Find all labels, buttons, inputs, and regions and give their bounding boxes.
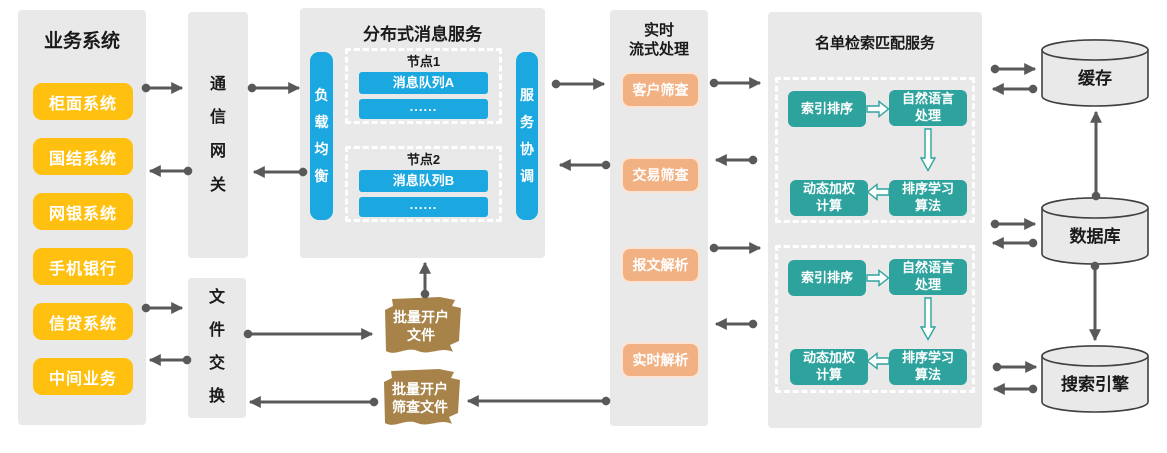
box-label-line: 处理 (914, 277, 941, 292)
cylinder-icon (1041, 345, 1149, 413)
file-exchange-panel: 文件交换 (188, 278, 246, 418)
stream-item-transaction-screening: 交易筛查 (621, 157, 700, 193)
box-label-line: 算法 (914, 198, 941, 213)
block-arrow-right-icon (866, 100, 890, 118)
block-arrow-down-icon (920, 297, 936, 341)
service-coordinator-bar: 服务协调 (516, 52, 538, 220)
box-rank-learning: 排序学习 算法 (889, 180, 967, 216)
paper-scrap-icon (384, 369, 460, 425)
message-queue-more-2: ...... (359, 197, 488, 217)
message-queue-more-1: ...... (359, 99, 488, 119)
block-arrow-down-icon (920, 128, 936, 172)
box-nlp: 自然语言 处理 (889, 90, 967, 126)
box-label: 索引排序 (800, 269, 853, 285)
box-label-line: 排序学习 (901, 181, 954, 197)
box-label-line: 计算 (815, 367, 842, 382)
message-queue-b: 消息队列B (359, 170, 488, 192)
cylinder-icon (1041, 39, 1149, 107)
business-system-item-mobile: 手机银行 (33, 248, 133, 285)
doc-line: 批量开户 (393, 308, 449, 325)
stream-processing-panel: 实时 流式处理 客户筛查 交易筛查 报文解析 实时解析 (610, 10, 708, 426)
block-arrow-left-icon (866, 183, 890, 201)
block-arrow-right-icon (866, 269, 890, 287)
node-1-title: 节点1 (406, 54, 441, 69)
matching-service-title: 名单检索匹配服务 (814, 35, 935, 52)
box-dynamic-weight: 动态加权 计算 (790, 349, 868, 385)
box-label-line: 计算 (815, 198, 842, 213)
cylinder-icon (1041, 197, 1149, 265)
business-system-item-middle: 中间业务 (33, 358, 133, 395)
box-nlp: 自然语言 处理 (889, 259, 967, 295)
cylinder-search-engine: 搜索引擎 (1040, 344, 1150, 414)
database-label: 数据库 (1069, 227, 1121, 246)
stream-title-line: 实时 (643, 22, 674, 39)
box-dynamic-weight: 动态加权 计算 (790, 180, 868, 216)
box-label-line: 处理 (914, 108, 941, 123)
stream-item-customer-screening: 客户筛查 (621, 72, 700, 108)
business-systems-title: 业务系统 (43, 31, 120, 52)
box-label-line: 自然语言 (901, 91, 954, 107)
message-service-panel: 分布式消息服务 负载均衡 节点1 消息队列A ...... 节点2 消息队列B … (300, 8, 545, 258)
block-arrow-left-icon (866, 352, 890, 370)
service-coordinator-label: 服务协调 (519, 86, 534, 185)
matching-group-1: 索引排序 自然语言 处理 动态加权 计算 排序学习 算法 (775, 77, 975, 223)
paper-scrap-icon (385, 297, 461, 353)
business-system-item-intl: 国结系统 (33, 138, 133, 175)
business-system-item-counter: 柜面系统 (33, 83, 133, 120)
stream-processing-title: 实时 流式处理 (610, 22, 708, 60)
box-label: 索引排序 (800, 100, 853, 116)
load-balancer-bar: 负载均衡 (310, 52, 333, 220)
cache-label: 缓存 (1078, 69, 1112, 88)
node-group-2: 节点2 消息队列B ...... (345, 146, 502, 222)
stream-item-realtime-parsing: 实时解析 (621, 342, 700, 378)
box-label-line: 排序学习 (901, 350, 954, 366)
cylinder-database: 数据库 (1040, 196, 1150, 266)
comm-gateway-panel: 通信网关 (188, 12, 248, 258)
business-system-item-credit: 信贷系统 (33, 303, 133, 340)
box-label-line: 自然语言 (901, 260, 954, 276)
doc-line: 批量开户 (392, 380, 448, 397)
box-label-line: 算法 (914, 367, 941, 382)
node-group-1: 节点1 消息队列A ...... (345, 48, 502, 124)
stream-item-message-parsing: 报文解析 (621, 247, 700, 283)
box-index-sort: 索引排序 (788, 260, 866, 296)
box-label-line: 动态加权 (802, 350, 855, 366)
matching-group-2: 索引排序 自然语言 处理 动态加权 计算 排序学习 算法 (775, 245, 975, 393)
search-engine-label: 搜索引擎 (1061, 375, 1129, 394)
message-queue-a: 消息队列A (359, 72, 488, 94)
comm-gateway-label: 通信网关 (209, 75, 226, 194)
file-exchange-label: 文件交换 (208, 289, 225, 405)
box-rank-learning: 排序学习 算法 (889, 349, 967, 385)
box-label-line: 动态加权 (802, 181, 855, 197)
doc-batch-screening-file: 批量开户 筛查文件 (376, 368, 464, 430)
business-system-item-ebank: 网银系统 (33, 193, 133, 230)
doc-line: 筛查文件 (392, 399, 448, 415)
matching-service-panel: 名单检索匹配服务 索引排序 自然语言 处理 动态加权 计算 (768, 12, 982, 428)
load-balancer-label: 负载均衡 (314, 86, 329, 185)
stream-title-line: 流式处理 (628, 40, 689, 58)
business-systems-panel: 业务系统 柜面系统 国结系统 网银系统 手机银行 信贷系统 中间业务 (18, 10, 146, 425)
doc-batch-open-file: 批量开户 文件 (378, 296, 464, 358)
box-index-sort: 索引排序 (788, 91, 866, 127)
message-service-title: 分布式消息服务 (363, 25, 482, 44)
doc-line: 文件 (407, 327, 435, 343)
node-2-title: 节点2 (406, 152, 441, 167)
cylinder-cache: 缓存 (1040, 38, 1150, 108)
